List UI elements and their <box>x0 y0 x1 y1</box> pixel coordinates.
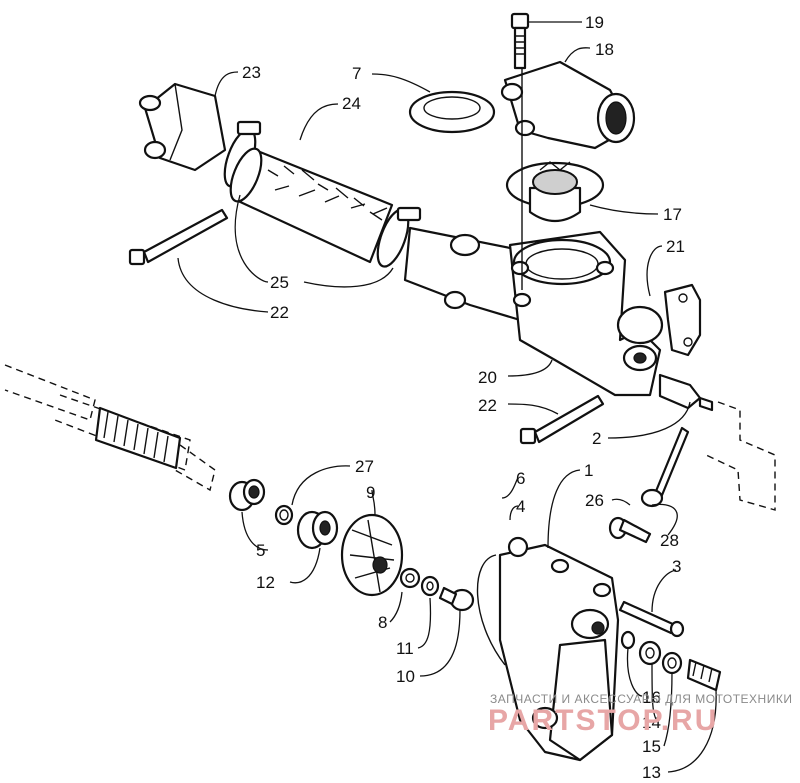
callout-12: 12 <box>256 573 275 592</box>
coolant-manifold-assembly <box>128 12 776 511</box>
watermark-logo: PARTSTOP.RU <box>488 704 718 737</box>
part-16-washer <box>620 630 636 650</box>
callout-7: 7 <box>352 64 361 83</box>
callout-28: 28 <box>660 531 679 550</box>
part-26-screw <box>608 516 652 544</box>
callout-22-middle: 22 <box>478 396 497 415</box>
part-10-bolt <box>438 586 475 612</box>
callout-3: 3 <box>672 557 681 576</box>
part-8-washer <box>399 567 421 589</box>
callout-17: 17 <box>663 205 682 224</box>
callout-26: 26 <box>585 491 604 510</box>
callout-27: 27 <box>355 457 374 476</box>
part-13-drain-plug <box>686 658 722 692</box>
callout-5: 5 <box>256 541 265 560</box>
part-14-washer <box>638 640 662 666</box>
callout-11: 11 <box>396 639 414 658</box>
part-4-dowel-pin <box>507 536 529 558</box>
part-28-cable-tie <box>640 426 690 508</box>
sensor-connector-phantom <box>705 401 776 511</box>
part-17-thermostat <box>505 161 605 223</box>
part-27-circlip <box>274 504 294 526</box>
callout-16: 16 <box>642 688 661 707</box>
pump-internals <box>228 478 475 612</box>
callout-24: 24 <box>342 94 361 113</box>
callout-10: 10 <box>396 667 415 686</box>
part-7-seal-ring <box>408 90 496 134</box>
part-2-temperature-sensor <box>658 373 714 412</box>
pump-housing-assembly <box>476 426 722 762</box>
part-18-outlet-elbow <box>500 60 636 150</box>
callout-22-upper: 22 <box>270 303 289 322</box>
part-21-gasket <box>663 283 702 357</box>
watermark: ЗАПЧАСТИ И АКСЕССУАРЫ ДЛЯ МОТОТЕХНИКИ PA… <box>488 692 792 737</box>
part-23-hose-fitting <box>138 82 227 172</box>
callout-9: 9 <box>366 483 375 502</box>
callout-18: 18 <box>595 40 614 59</box>
callout-4: 4 <box>516 497 525 516</box>
part-20-thermostat-housing <box>508 230 664 397</box>
callout-2: 2 <box>592 429 601 448</box>
part-3-long-bolt <box>618 600 685 638</box>
part-12-mechanical-seal <box>296 510 339 550</box>
part-6-o-ring <box>476 554 506 666</box>
callout-19: 19 <box>585 13 604 32</box>
part-11-washer <box>420 575 440 597</box>
part-22-bolt-middle <box>519 394 605 445</box>
part-19-bolt <box>510 12 530 70</box>
watermark-tagline: ЗАПЧАСТИ И АКСЕССУАРЫ ДЛЯ МОТОТЕХНИКИ <box>490 692 792 706</box>
callout-23: 23 <box>242 63 261 82</box>
part-9-impeller <box>340 513 404 597</box>
part-24-coolant-hose <box>229 147 401 264</box>
part-1-pump-housing <box>498 543 620 762</box>
callout-1: 1 <box>584 461 593 480</box>
callout-8: 8 <box>378 613 387 632</box>
manifold-pipe <box>403 226 522 322</box>
callout-leader-lines <box>177 21 717 773</box>
callout-25: 25 <box>270 273 289 292</box>
callout-14: 14 <box>642 713 661 732</box>
callout-20: 20 <box>478 368 497 387</box>
callout-6: 6 <box>516 469 525 488</box>
hose-clamp-right <box>376 206 422 268</box>
callout-21: 21 <box>666 237 685 256</box>
drive-shaft-phantom <box>4 364 216 492</box>
part-15-washer <box>661 651 683 675</box>
part-5-bearing <box>228 478 266 512</box>
part-22-bolt-left <box>128 208 229 266</box>
callout-13: 13 <box>642 763 661 782</box>
callout-15: 15 <box>642 737 661 756</box>
callout-numbers: 19 18 23 7 24 17 21 25 22 20 22 2 27 9 6… <box>242 13 685 782</box>
